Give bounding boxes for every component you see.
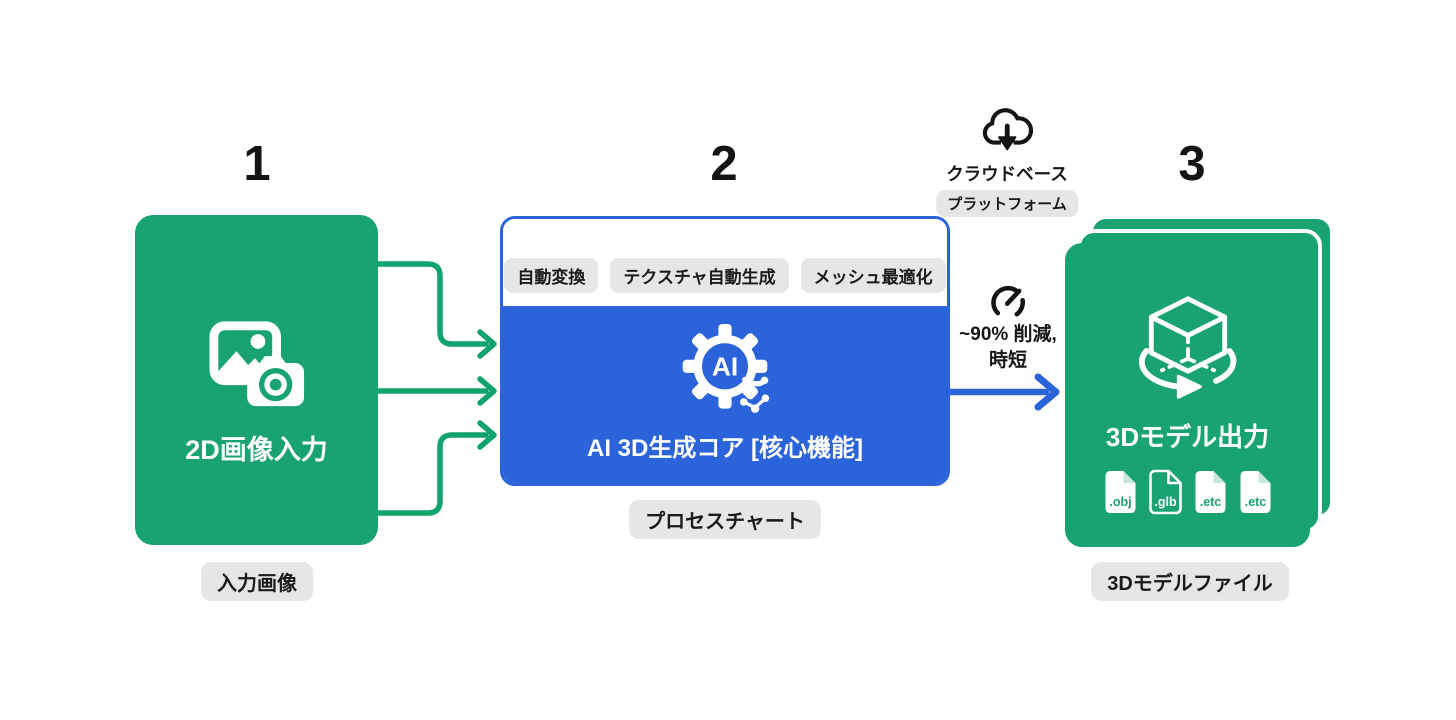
cube-3d-icon	[1138, 296, 1236, 399]
feature-badge-mesh-opt: メッシュ最適化	[800, 258, 946, 293]
file-format-row: .obj .glb .etc .etc	[1102, 469, 1274, 515]
file-etc-icon: .etc	[1195, 471, 1225, 513]
file-obj-icon: .obj	[1105, 471, 1135, 513]
arrow-input-bottom	[375, 432, 489, 516]
arrow-output-head	[1034, 373, 1060, 411]
file-etc-label: .etc	[1199, 495, 1221, 509]
metric-line-2: 時短	[988, 349, 1027, 371]
cloud-platform-badge: プラットフォーム	[936, 190, 1078, 217]
file-obj-label: .obj	[1109, 495, 1131, 509]
ai-core-box: 自動変換 テクスチャ自動生成 メッシュ最適化 AI	[500, 216, 950, 486]
ai-core-title: AI 3D生成コア [核心機能]	[587, 434, 863, 462]
step-2-number: 2	[710, 137, 738, 191]
metric-line-1: ~90% 削減,	[959, 324, 1057, 345]
ai-core-body: AI AI 3D生成コア [核心機能]	[503, 306, 947, 483]
speedometer-icon	[991, 285, 1025, 317]
step-1-number: 1	[243, 137, 271, 191]
image-camera-icon	[208, 320, 304, 406]
cloud-download-icon	[982, 108, 1033, 151]
arrow-input-top	[375, 261, 489, 347]
feature-badge-texture-gen: テクスチャ自動生成	[610, 258, 789, 293]
ai-core-features: 自動変換 テクスチャ自動生成 メッシュ最適化	[503, 219, 947, 306]
ai-gear-icon: AI	[682, 323, 770, 413]
metric-block: ~90% 削減, 時短	[959, 280, 1057, 373]
file-glb-label: .glb	[1154, 495, 1177, 509]
output-box-title: 3Dモデル出力	[1105, 422, 1270, 452]
output-caption-badge: 3Dモデルファイル	[1091, 562, 1289, 601]
step-3-number: 3	[1178, 137, 1206, 191]
cloud-label: クラウドベース	[946, 164, 1068, 184]
ai-gear-label: AI	[712, 351, 738, 381]
arrow-input-top-head	[477, 329, 497, 359]
file-etc2-label: .etc	[1244, 495, 1266, 509]
feature-badge-auto-convert: 自動変換	[504, 258, 599, 293]
file-etc2-icon: .etc	[1240, 471, 1270, 513]
arrow-input-bottom-head	[477, 420, 497, 450]
cloud-block: クラウドベース プラットフォーム	[936, 99, 1078, 217]
output-stack: 3Dモデル出力 .obj .glb .etc	[1065, 215, 1337, 547]
process-caption-badge: プロセスチャート	[629, 500, 821, 539]
arrow-input-middle-head	[477, 376, 497, 406]
input-box-title: 2D画像入力	[185, 434, 328, 465]
input-box: 2D画像入力	[135, 215, 378, 545]
file-glb-icon: .glb	[1148, 469, 1182, 515]
output-card-front: 3Dモデル出力 .obj .glb .etc	[1065, 243, 1310, 547]
input-caption-badge: 入力画像	[201, 562, 313, 601]
